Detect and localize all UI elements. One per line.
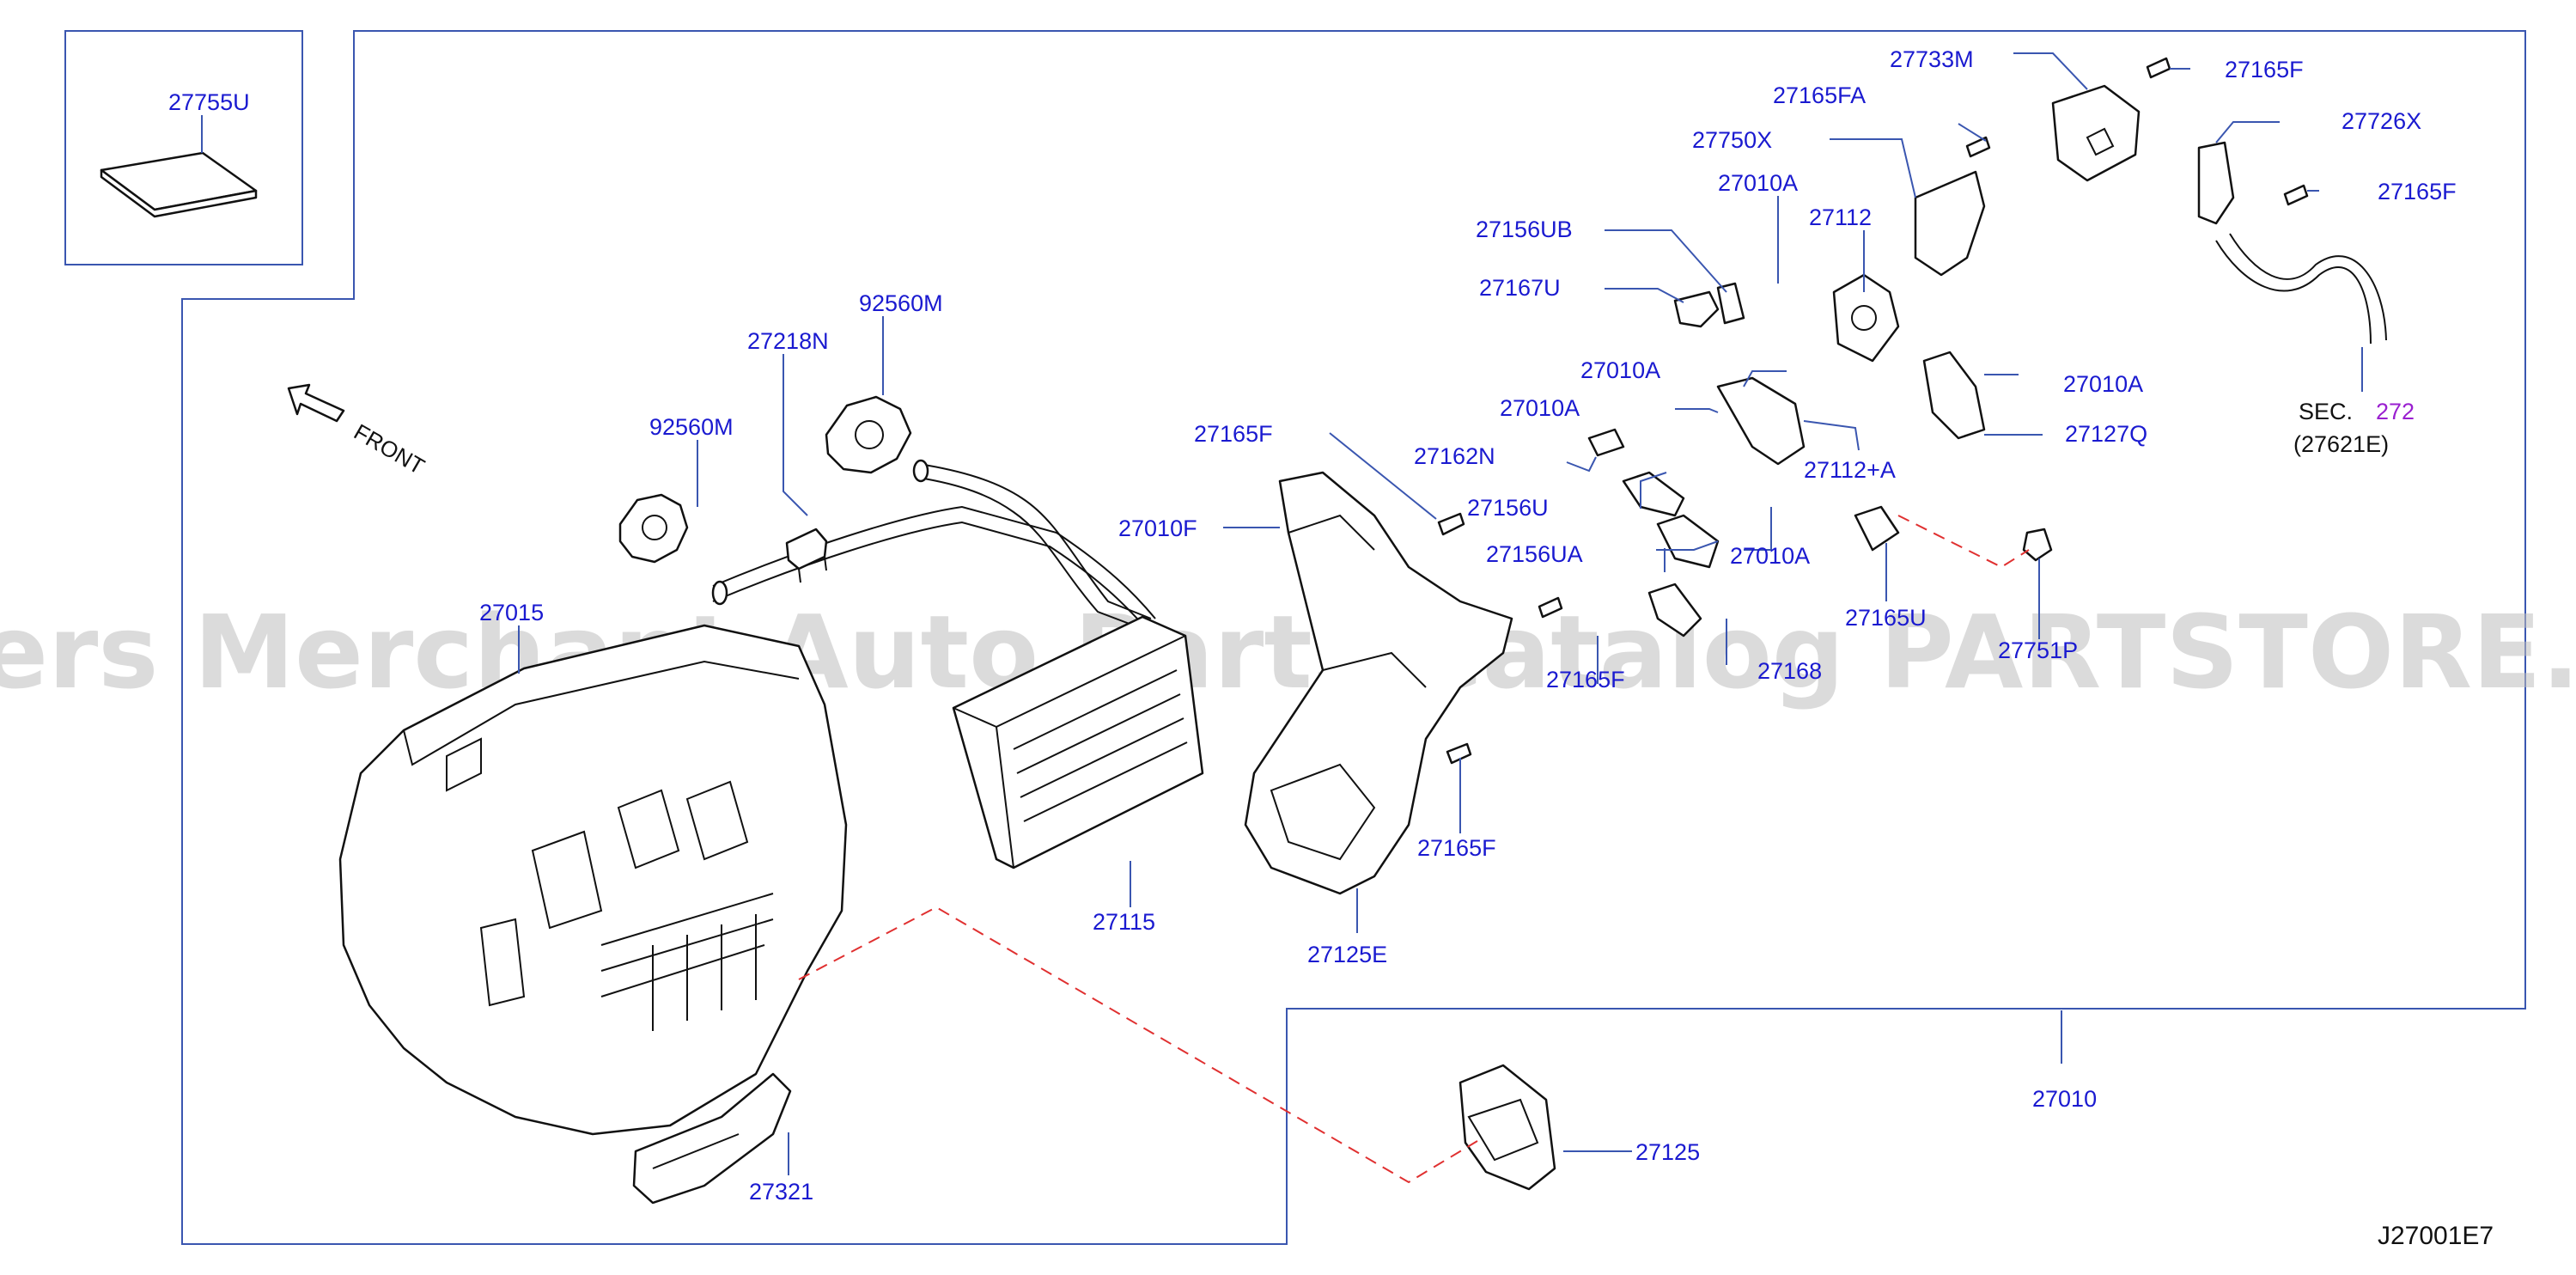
label-27165F-bottom: 27165F <box>1417 835 1496 861</box>
label-27165F-lever: 27165F <box>1546 667 1625 692</box>
watermark: Offers Merchant Auto Parts Catalog PARTS… <box>0 593 2576 711</box>
aspirator <box>2197 141 2387 345</box>
sec-prefix: SEC. <box>2299 399 2353 424</box>
label-27010A-top: 27010A <box>1718 170 1798 196</box>
sec-sub: (27621E) <box>2293 431 2389 457</box>
front-arrow-icon <box>287 383 345 423</box>
sec-number-link[interactable]: 272 <box>2376 399 2415 424</box>
label-27010A-left: 27010A <box>1500 395 1580 421</box>
label-27010A-right: 27010A <box>2063 371 2143 397</box>
label-27125E: 27125E <box>1307 942 1387 967</box>
label-92560M-right: 92560M <box>859 290 943 316</box>
clip <box>785 528 828 583</box>
label-27165F-right: 27165F <box>2378 179 2457 204</box>
label-27165F-top: 27165F <box>2225 57 2304 82</box>
label-27125: 27125 <box>1635 1139 1700 1165</box>
heater-duct <box>1244 471 1513 895</box>
label-27010: 27010 <box>2032 1086 2097 1112</box>
diagram-code: J27001E7 <box>2378 1222 2494 1250</box>
label-27726X: 27726X <box>2342 108 2421 134</box>
label-27015: 27015 <box>479 600 544 625</box>
grommet-right <box>825 395 912 474</box>
label-27750X: 27750X <box>1692 127 1772 153</box>
label-27162N: 27162N <box>1414 443 1495 469</box>
dashed-connectors <box>798 515 2030 1184</box>
label-92560M-left: 92560M <box>649 414 734 440</box>
label-27156U: 27156U <box>1467 495 1549 521</box>
bracket <box>1914 170 1986 277</box>
air-guide <box>632 1072 792 1205</box>
label-27751P: 27751P <box>1998 638 2078 663</box>
link-levers <box>1587 273 2053 638</box>
label-27156UA: 27156UA <box>1486 541 1583 567</box>
label-27112A: 27112+A <box>1804 457 1896 483</box>
leader-lines <box>201 52 2363 1175</box>
label-27010F: 27010F <box>1118 515 1197 541</box>
label-27010A-lower: 27010A <box>1730 543 1810 569</box>
label-27733M: 27733M <box>1890 46 1974 72</box>
label-27112: 27112 <box>1809 204 1872 230</box>
label-27218N: 27218N <box>747 328 829 354</box>
actuator <box>2051 84 2141 182</box>
label-27321: 27321 <box>749 1179 813 1205</box>
grommet-left <box>618 493 689 564</box>
label-27165F-duct: 27165F <box>1194 421 1273 447</box>
front-label: FRONT <box>350 418 429 479</box>
label-27165FA: 27165FA <box>1773 82 1866 108</box>
label-27127Q: 27127Q <box>2065 421 2147 447</box>
inset-frame <box>64 30 303 265</box>
heater-core <box>952 615 1204 869</box>
label-27167U: 27167U <box>1479 275 1561 301</box>
label-27010A-mid: 27010A <box>1580 357 1660 383</box>
label-27168: 27168 <box>1757 658 1822 684</box>
section-reference: SEC. 272 (27621E) <box>2293 399 2415 457</box>
label-27115: 27115 <box>1093 909 1155 935</box>
part-labels: 27755U 27218N 92560M 92560M 27015 27115 … <box>168 46 2457 1205</box>
label-27165U: 27165U <box>1845 605 1927 631</box>
label-27755U: 27755U <box>168 89 250 115</box>
cabin-filter <box>100 151 258 218</box>
heater-case <box>338 624 848 1136</box>
label-27156UB: 27156UB <box>1476 217 1573 242</box>
main-frame <box>181 30 2526 1245</box>
screw-icon <box>1437 57 2309 765</box>
resistor <box>1459 1064 1556 1191</box>
